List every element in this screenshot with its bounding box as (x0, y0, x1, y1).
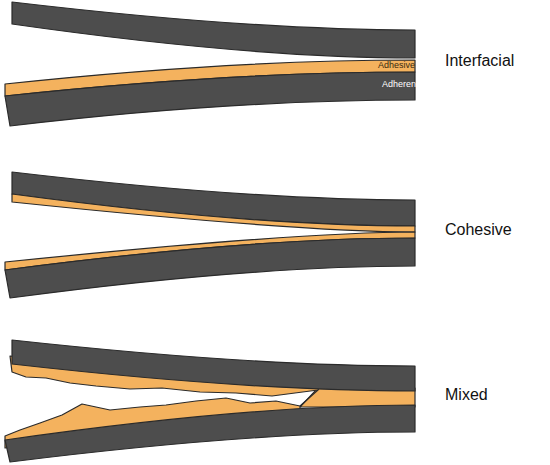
crack-line (300, 390, 318, 406)
part-label: Adhesive (378, 61, 415, 71)
part-label: Adherend (382, 80, 421, 90)
mode-label: Mixed (445, 386, 488, 404)
lower-adherend (5, 72, 415, 126)
mode-label: Interfacial (445, 52, 514, 70)
adhesive-layer (12, 194, 415, 232)
lower-adherend (5, 405, 415, 462)
lower-adherend (5, 238, 415, 298)
upper-adherend (12, 2, 415, 58)
upper-adherend (12, 340, 415, 391)
mode-label: Cohesive (445, 221, 512, 239)
